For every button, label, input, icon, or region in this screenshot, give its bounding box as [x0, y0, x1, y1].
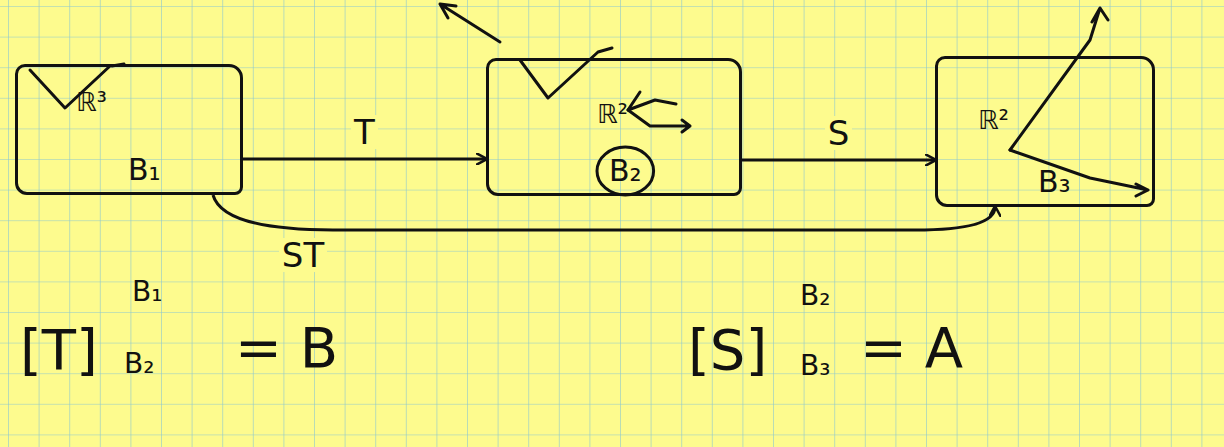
basis-name: B₁: [128, 155, 161, 185]
map-arrow: [213, 195, 995, 230]
basis-name: B₂: [609, 156, 642, 186]
map-name: T: [351, 115, 378, 149]
matrix-notation: B₂: [800, 282, 830, 310]
matrix-notation: B₁: [132, 278, 162, 306]
basis-name: B₃: [1038, 167, 1071, 197]
space-name: ℝ³: [76, 89, 107, 115]
vector-space-box: ℝ³ B₁: [15, 64, 243, 195]
vector-space-box: ℝ² B₂: [486, 58, 742, 196]
vector-space-box: ℝ² B₃: [935, 56, 1155, 207]
matrix-notation: = A: [860, 320, 963, 376]
matrix-notation: B₃: [800, 352, 830, 380]
matrix-notation: [T]: [20, 322, 98, 378]
matrix-notation: = B: [235, 320, 338, 376]
map-arrow: [243, 158, 486, 161]
map-name: ST: [279, 238, 327, 272]
map-name: S: [825, 116, 853, 150]
matrix-notation: [S]: [688, 322, 767, 378]
circle-mark: [597, 147, 654, 195]
map-arrow: [742, 159, 935, 162]
matrix-notation: B₂: [124, 350, 154, 378]
space-name: ℝ²: [597, 101, 628, 127]
space-name: ℝ²: [978, 107, 1009, 133]
